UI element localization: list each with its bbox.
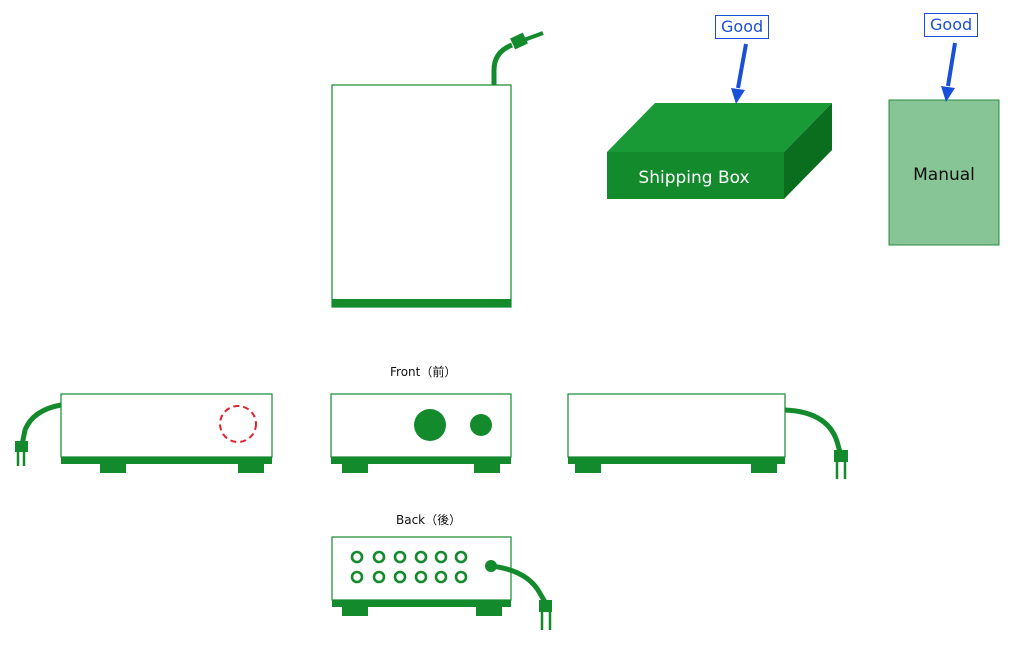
right-unit-body — [567, 393, 786, 458]
unit-base-strip — [332, 299, 511, 307]
arrow-head-1-icon — [731, 88, 745, 104]
left-unit-base — [61, 457, 272, 464]
main-unit-upright — [331, 31, 544, 308]
right-side-view — [567, 393, 848, 479]
left-power-cord — [19, 402, 62, 446]
back-foot-a — [342, 607, 368, 616]
shipping-box-label: Shipping Box — [638, 168, 749, 188]
good-badge-manual: Good — [924, 13, 979, 37]
back-port-icon — [372, 550, 386, 564]
manual-label: Manual — [913, 165, 975, 185]
front-foot-a — [342, 464, 368, 473]
good-arrows — [731, 42, 957, 104]
back-unit-base — [332, 600, 511, 607]
right-foot-a — [575, 464, 601, 473]
front-view — [330, 393, 512, 473]
back-unit-body — [331, 536, 512, 601]
back-port-icon — [454, 550, 468, 564]
arrow-head-2-icon — [941, 86, 955, 102]
right-power-cord — [784, 407, 843, 453]
shipping-box: Shipping Box — [607, 103, 832, 199]
right-unit-base — [568, 457, 785, 464]
back-port-icon — [414, 550, 428, 564]
left-foot-a — [100, 464, 126, 473]
front-small-knob-icon — [470, 414, 492, 436]
power-cord — [491, 42, 514, 85]
manual-card — [888, 99, 1000, 246]
front-unit-base — [331, 457, 511, 464]
back-port-icon — [350, 570, 364, 584]
plug-head-icon — [510, 32, 528, 50]
plug-prong — [523, 31, 544, 42]
back-port-icon — [454, 570, 468, 584]
arrow-shaft-2 — [946, 42, 957, 87]
back-port-icon — [372, 570, 386, 584]
back-foot-b — [476, 607, 502, 616]
good-badge-box: Good — [715, 15, 770, 39]
box-front-face — [607, 152, 784, 199]
red-dashed-marker — [219, 405, 257, 443]
back-port-icon — [393, 550, 407, 564]
back-port-icon — [393, 570, 407, 584]
left-unit-body — [60, 393, 273, 458]
box-side-face — [784, 103, 832, 199]
left-plug-head-icon — [15, 441, 28, 452]
manual: Manual — [888, 99, 1000, 246]
box-top-face — [607, 103, 832, 152]
right-foot-b — [751, 464, 777, 473]
back-port-icon — [434, 550, 448, 564]
back-port-icon — [434, 570, 448, 584]
front-caption: Front（前） — [390, 365, 457, 379]
unit-body — [331, 84, 512, 308]
back-caption: Back（後） — [396, 513, 462, 527]
back-port-icon — [350, 550, 364, 564]
back-power-cord — [490, 563, 548, 604]
front-foot-b — [474, 464, 500, 473]
arrow-shaft-1 — [736, 43, 748, 89]
back-plug-head-icon — [539, 600, 552, 612]
right-plug-head-icon — [834, 450, 848, 462]
left-foot-b — [238, 464, 264, 473]
front-large-knob-icon — [414, 409, 446, 441]
back-view — [331, 536, 552, 630]
left-side-view — [15, 393, 273, 473]
back-port-grid — [350, 550, 468, 584]
back-port-icon — [414, 570, 428, 584]
